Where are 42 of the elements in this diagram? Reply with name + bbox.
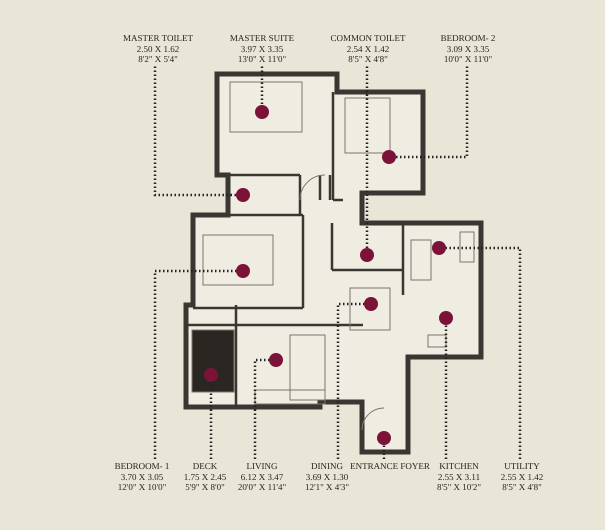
room-name: BEDROOM- 2	[440, 33, 496, 44]
room-name: UTILITY	[503, 461, 541, 472]
area-imperial: 8'5" X 4'8"	[501, 482, 543, 492]
area-metric: 2.55 X 3.11	[436, 472, 482, 482]
room-name: DECK	[192, 461, 218, 472]
room-name: ENTRANCE FOYER	[350, 461, 430, 472]
area-metric: 2.54 X 1.42	[346, 44, 390, 54]
leader-line	[336, 302, 364, 459]
area-imperial: 8'5" X 10'2"	[436, 482, 482, 492]
leader-line	[154, 270, 236, 459]
room-name: LIVING	[246, 461, 278, 472]
area-imperial: 12'0" X 10'0"	[116, 482, 168, 492]
leader-line	[382, 445, 386, 459]
leader-line	[396, 66, 468, 158]
leader-line	[154, 66, 236, 196]
area-imperial: 8'5" X 4'8"	[347, 54, 389, 64]
area-metric: 2.50 X 1.62	[136, 44, 180, 54]
area-imperial: 20'0" X 11'4"	[238, 482, 286, 492]
leader-line	[260, 66, 264, 105]
area-metric: 2.55 X 1.42	[500, 472, 544, 482]
leader-line	[210, 382, 212, 459]
area-imperial: 10'0" X 11'0"	[442, 54, 494, 64]
area-metric: 3.70 X 3.05	[120, 472, 164, 482]
room-name: DINING	[310, 461, 344, 472]
room-name: MASTER TOILET	[123, 33, 193, 44]
area-metric: 3.09 X 3.35	[446, 44, 490, 54]
area-metric: 6.12 X 3.47	[240, 472, 284, 482]
leader-line	[446, 246, 522, 459]
room-name: KITCHEN	[438, 461, 480, 472]
area-metric: 3.97 X 3.35	[240, 44, 284, 54]
area-metric: 1.75 X 2.45	[184, 472, 226, 482]
area-metric: 3.69 X 1.30	[304, 472, 350, 482]
area-imperial: 12'1" X 4'3"	[304, 482, 350, 492]
area-imperial: 13'0" X 11'0"	[236, 54, 288, 64]
area-imperial: 5'9" X 8'0"	[184, 482, 226, 492]
leader-line	[444, 325, 448, 459]
room-name: BEDROOM- 1	[114, 461, 170, 472]
room-name: COMMON TOILET	[330, 33, 406, 44]
leader-line	[254, 358, 269, 459]
area-imperial: 8'2" X 5'4"	[137, 54, 179, 64]
leader-line	[366, 66, 368, 248]
room-name: MASTER SUITE	[230, 33, 294, 44]
